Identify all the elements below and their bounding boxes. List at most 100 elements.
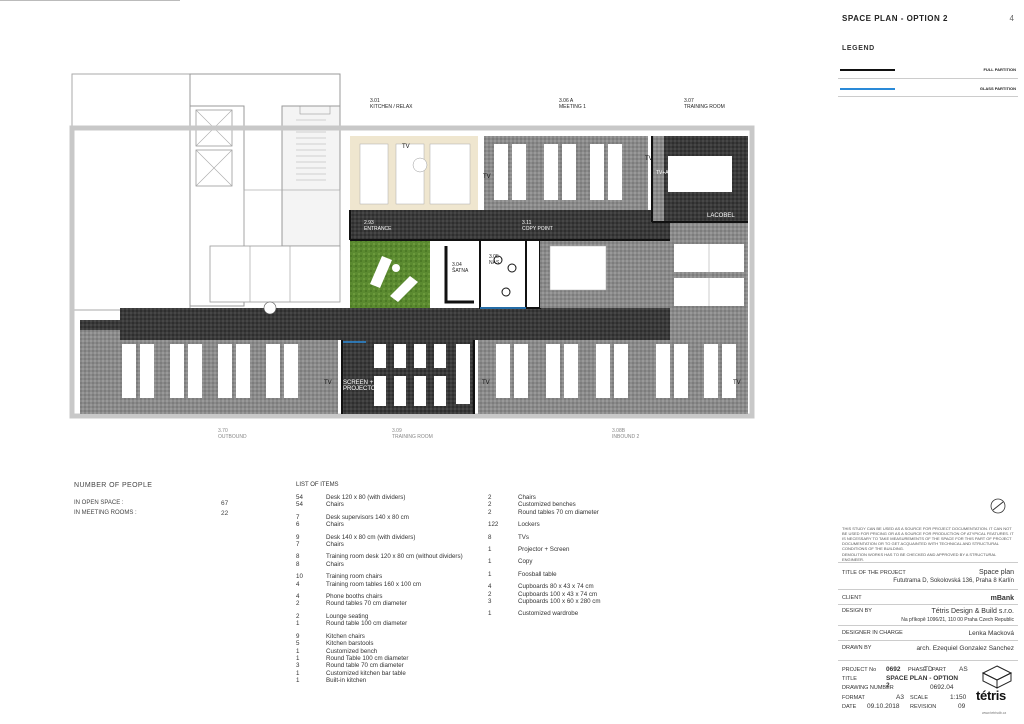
item-quantity: 1 [296,620,300,628]
demolition-note: DEMOLITION WORKS HAS TO BE CHECKED AND A… [842,552,997,562]
outbound-open-space [80,330,338,414]
item-quantity: 4 [296,580,300,588]
meeting-room-1 [484,136,648,210]
divider [838,589,1018,590]
item-quantity: 54 [296,501,303,509]
item-quantity: 3 [296,662,300,670]
item-name: Chairs [326,521,344,529]
north-arrow-icon [990,498,1006,514]
item-name: Chairs [518,494,536,501]
item-quantity: 10 [296,573,303,581]
item-name: Round tables 70 cm diameter [518,508,599,516]
divider [838,660,1018,661]
project-info-grid: PROJECT No 0692 PHASE TD PART AS TITLE S… [842,666,968,716]
item-quantity: 1 [296,654,300,662]
toilets [209,245,341,315]
item-quantity: 2 [488,501,492,509]
item-quantity: 1 [488,558,492,566]
divider [838,625,1018,626]
phase-label: PHASE [908,667,927,673]
item-name: Cupboards 100 x 43 x 74 cm [518,590,598,598]
title-label: TITLE [842,676,857,682]
glass-partition-label: GLASS PARTITION [979,86,1016,91]
item-quantity: 8 [488,533,492,541]
item-row: 2 Customized benches [488,501,601,508]
items-heading: LIST OF ITEMS [296,482,339,488]
divider [838,640,1018,641]
item-quantity: 1 [296,647,300,655]
date-label: DATE [842,704,857,710]
item-quantity: 1 [296,669,300,677]
training-room-bottom [342,340,474,414]
exterior-wall [69,125,755,419]
item-name: Projector + Screen [518,546,570,554]
item-name: Kitchen chairs [326,632,365,640]
item-name: Built-in kitchen [326,677,367,685]
item-row: 1 Foosball table [488,571,601,578]
revision-label: REVISION [910,704,937,710]
item-row: 9 Kitchen chairs [296,633,463,640]
kitchen-relax [350,136,478,210]
people-meeting-label: IN MEETING ROOMS : [74,510,137,516]
item-name: Training room desk 120 x 80 cm (without … [326,553,463,561]
screen-projector-label: SCREEN + PROJECTOR [343,380,380,392]
design-company: Tétris Design & Build s.r.o. [931,608,1014,615]
full-partitions [341,136,748,414]
designer-label: DESIGNER IN CHARGE [842,630,903,636]
full-partition-label: FULL PARTITION [983,67,1016,72]
item-quantity: 1 [488,570,492,578]
people-open-label: IN OPEN SPACE : [74,500,124,506]
item-row: 1 Customized kitchen bar table [296,670,463,677]
website: www.tetrisdb.cz [982,711,1007,715]
project-title-label: TITLE OF THE PROJECT [842,570,906,576]
item-name: Kitchen barstools [326,640,374,648]
item-quantity: 1 [488,610,492,618]
floor-plan [69,73,755,419]
inbound-2-open-space [478,340,748,414]
divider [838,562,1018,563]
item-quantity: 122 [488,521,499,529]
item-name: Customized benches [518,501,576,509]
designer-name: Lenka Macková [968,630,1014,637]
glass-partition-swatch [840,88,895,90]
item-name: Desk 140 x 80 cm (with dividers) [326,533,416,541]
drawing-title: SPACE PLAN - OPTION 2 [886,675,959,689]
training-room-top [652,136,748,222]
item-name: Foosball table [518,570,557,578]
spacer [296,685,463,690]
format: A3 [896,694,904,701]
item-name: Customized kitchen bar table [326,669,406,677]
item-quantity: 2 [296,612,300,620]
tv-icon: TV [482,380,490,386]
item-quantity: 9 [296,632,300,640]
legend-heading: LEGEND [842,45,875,52]
item-quantity: 54 [296,494,303,501]
divider [838,604,1018,605]
design-address: Na příkopě 1096/21, 110 00 Praha Czech R… [901,617,1014,623]
